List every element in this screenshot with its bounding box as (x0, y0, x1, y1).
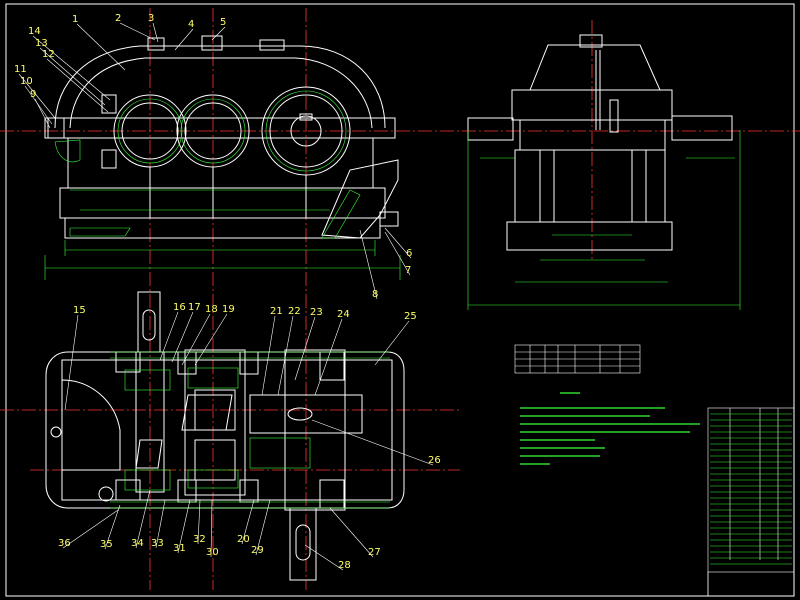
part-number-label-5: 5 (220, 17, 226, 28)
part-number-label-27: 27 (368, 547, 381, 558)
part-number-leader-29 (255, 499, 271, 556)
part-number-label-30: 30 (206, 547, 219, 558)
part-number-label-28: 28 (338, 560, 351, 571)
part-number-leader-12 (46, 58, 109, 113)
part-number-leader-31 (177, 499, 191, 554)
part-number-leader-32 (197, 499, 201, 545)
part-number-leader-4 (174, 28, 194, 51)
part-number-label-16: 16 (173, 302, 186, 313)
front-view-dimensions (44, 90, 401, 280)
part-number-leader-28 (304, 544, 344, 571)
part-number-label-18: 18 (205, 304, 218, 315)
part-number-leader-19 (194, 313, 228, 366)
part-number-leader-16 (159, 311, 179, 361)
part-number-leader-10 (24, 85, 53, 125)
part-number-leader-1 (76, 23, 126, 71)
sheet-border (5, 3, 795, 597)
part-number-label-6: 6 (406, 248, 412, 259)
leader-lines (18, 22, 434, 571)
part-number-label-31: 31 (173, 543, 186, 554)
part-number-leader-8 (359, 229, 378, 300)
part-number-label-21: 21 (270, 306, 283, 317)
part-number-label-11: 11 (14, 64, 27, 75)
part-number-label-4: 4 (188, 19, 194, 30)
part-number-label-17: 17 (188, 302, 201, 313)
part-number-label-36: 36 (58, 538, 71, 549)
front-elevation-view (44, 35, 399, 239)
part-number-leader-30 (210, 499, 213, 558)
part-number-leader-34 (135, 489, 151, 549)
part-number-leader-20 (241, 499, 255, 545)
part-number-leader-26 (311, 419, 434, 466)
part-number-leader-11 (18, 73, 56, 119)
part-number-label-33: 33 (151, 538, 164, 549)
part-number-leader-24 (314, 318, 343, 396)
part-number-leader-5 (211, 26, 226, 41)
part-number-label-8: 8 (372, 289, 378, 300)
parts-list-rows (710, 413, 792, 565)
part-number-label-10: 10 (20, 76, 33, 87)
part-number-leader-27 (329, 507, 374, 558)
part-number-label-13: 13 (35, 38, 48, 49)
part-number-label-19: 19 (222, 304, 235, 315)
characteristics-table (514, 344, 641, 374)
part-number-label-1: 1 (72, 14, 78, 25)
part-number-leader-7 (384, 231, 411, 276)
part-number-leader-22 (277, 315, 294, 396)
part-number-label-22: 22 (288, 306, 301, 317)
plan-view-hatching (110, 351, 390, 509)
part-number-label-29: 29 (251, 545, 264, 556)
part-number-label-2: 2 (115, 13, 121, 24)
parts-list-title-block (707, 407, 795, 597)
part-number-leader-23 (294, 316, 316, 381)
part-number-leader-21 (261, 315, 276, 396)
side-elevation-view (467, 34, 733, 251)
part-number-label-7: 7 (405, 265, 411, 276)
part-number-label-15: 15 (73, 305, 86, 316)
part-number-label-35: 35 (100, 539, 113, 550)
part-number-label-14: 14 (28, 26, 41, 37)
part-number-label-26: 26 (428, 455, 441, 466)
part-number-leader-35 (104, 504, 121, 550)
part-number-leader-14 (32, 35, 111, 101)
part-number-label-25: 25 (404, 311, 417, 322)
part-number-leader-25 (374, 320, 410, 366)
part-number-label-9: 9 (30, 89, 36, 100)
side-view-dimensions (467, 130, 741, 310)
part-number-leader-9 (34, 98, 51, 129)
part-number-label-23: 23 (310, 307, 323, 318)
part-number-leader-3 (152, 22, 159, 43)
part-number-label-32: 32 (193, 534, 206, 545)
part-number-label-34: 34 (131, 538, 144, 549)
technical-requirements (520, 392, 700, 465)
part-number-label-20: 20 (237, 534, 250, 545)
part-number-leader-17 (171, 311, 194, 363)
part-number-leader-36 (62, 509, 119, 549)
part-number-leader-13 (39, 47, 106, 106)
part-number-label-3: 3 (148, 13, 154, 24)
part-number-label-12: 12 (42, 49, 55, 60)
part-number-leader-33 (155, 499, 166, 549)
part-number-label-24: 24 (337, 309, 350, 320)
centerlines (0, 8, 800, 590)
part-number-leader-15 (64, 314, 79, 411)
part-number-leader-18 (181, 313, 211, 366)
part-number-leader-2 (119, 22, 156, 41)
part-number-leader-6 (384, 227, 412, 259)
